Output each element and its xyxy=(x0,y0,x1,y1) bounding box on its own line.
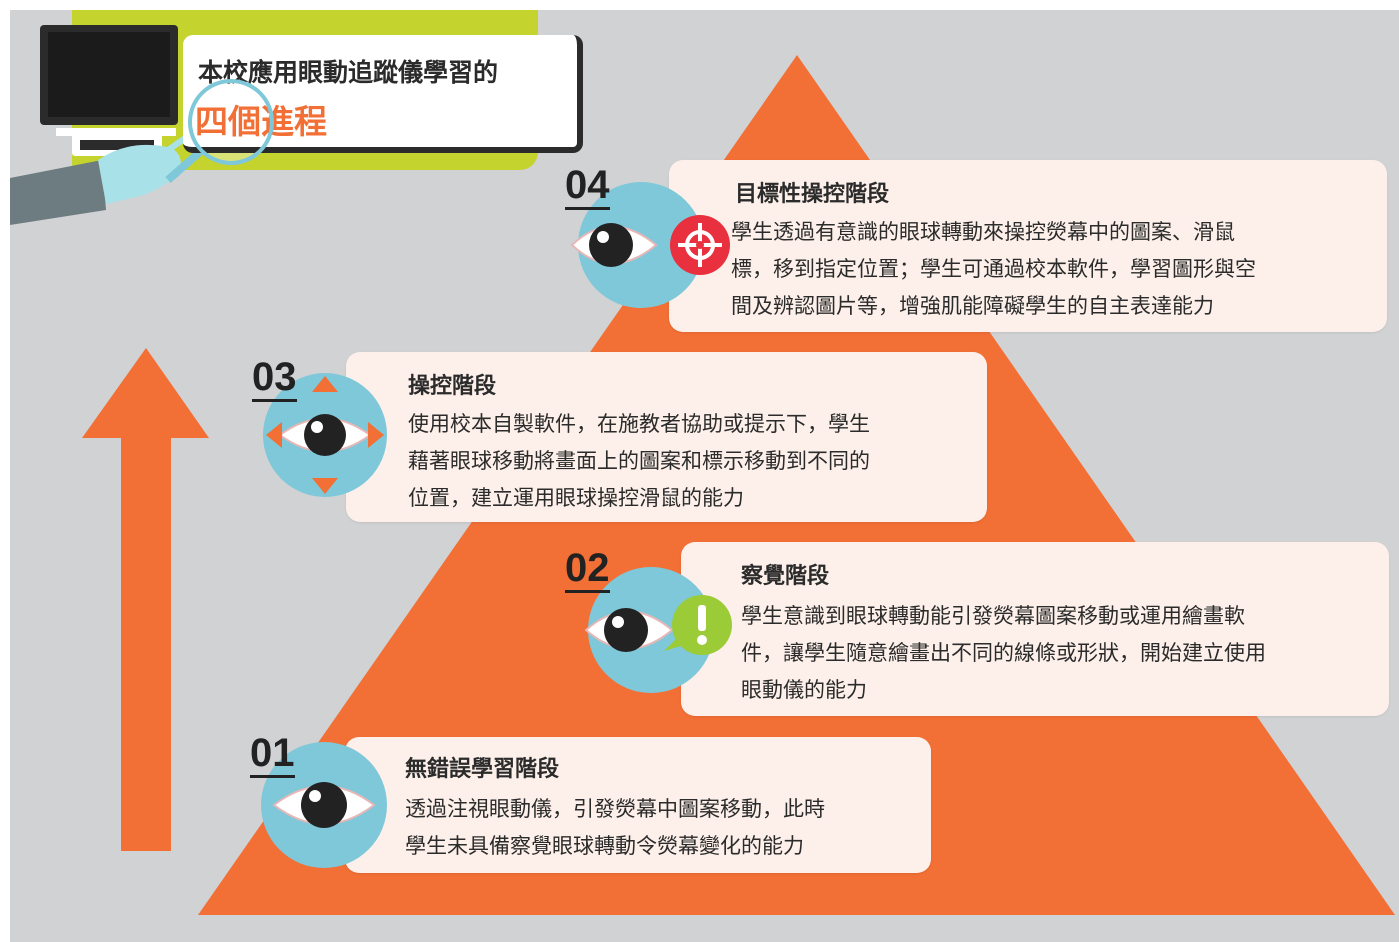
stage-02-line-2: 件，讓學生隨意繪畫出不同的線條或形狀，開始建立使用 xyxy=(741,641,1266,665)
stage-03-line-2: 藉著眼球移動將畫面上的圖案和標示移動到不同的 xyxy=(408,449,870,473)
progress-up-arrow xyxy=(82,348,209,851)
crosshair-target-icon xyxy=(670,215,730,275)
stage-04-line-3: 間及辨認圖片等，增強肌能障礙學生的自主表達能力 xyxy=(731,294,1214,318)
stage-03-line-1: 使用校本自製軟件，在施教者協助或提示下，學生 xyxy=(408,412,870,436)
stage-01-description: 透過注視眼動儀，引發熒幕中圖案移動，此時 學生未具備察覺眼球轉動令熒幕變化的能力 xyxy=(405,791,825,865)
stage-01-number: 01 xyxy=(250,733,295,778)
stage-01-line-2: 學生未具備察覺眼球轉動令熒幕變化的能力 xyxy=(405,834,804,858)
stage-02-eye-icon xyxy=(584,567,732,693)
hand-icon xyxy=(10,130,196,225)
stage-04-line-2: 標，移到指定位置；學生可通過校本軟件，學習圖形與空 xyxy=(731,257,1256,281)
stage-03-line-3: 位置，建立運用眼球操控滑鼠的能力 xyxy=(408,486,744,510)
stage-01-eye-icon xyxy=(261,742,387,868)
stage-02-line-3: 眼動儀的能力 xyxy=(741,678,867,702)
stage-04-card: 目標性操控階段 學生透過有意識的眼球轉動來操控熒幕中的圖案、滑鼠 標，移到指定位… xyxy=(669,160,1387,332)
stage-02-number: 02 xyxy=(565,548,610,593)
stage-02-card: 察覺階段 學生意識到眼球轉動能引發熒幕圖案移動或運用繪畫軟 件，讓學生隨意繪畫出… xyxy=(681,542,1389,716)
stage-04-eye-icon xyxy=(570,182,730,308)
stage-04-number: 04 xyxy=(565,165,610,210)
stage-03-eye-icon xyxy=(263,373,387,497)
stage-03-title: 操控階段 xyxy=(408,374,497,399)
stage-02-title: 察覺階段 xyxy=(741,564,830,589)
monitor-icon xyxy=(40,25,178,156)
title-line-1: 本校應用眼動追蹤儀學習的 xyxy=(198,58,499,87)
stage-03-card: 操控階段 使用校本自製軟件，在施教者協助或提示下，學生 藉著眼球移動將畫面上的圖… xyxy=(346,352,987,522)
stage-04-line-1: 學生透過有意識的眼球轉動來操控熒幕中的圖案、滑鼠 xyxy=(731,220,1235,244)
stage-04-description: 學生透過有意識的眼球轉動來操控熒幕中的圖案、滑鼠 標，移到指定位置；學生可通過校… xyxy=(731,214,1256,325)
stage-02-line-1: 學生意識到眼球轉動能引發熒幕圖案移動或運用繪畫軟 xyxy=(741,604,1245,628)
stage-01-line-1: 透過注視眼動儀，引發熒幕中圖案移動，此時 xyxy=(405,797,825,821)
title-box: 本校應用眼動追蹤儀學習的 四個進程 xyxy=(183,35,583,153)
stage-01-card: 無錯誤學習階段 透過注視眼動儀，引發熒幕中圖案移動，此時 學生未具備察覺眼球轉動… xyxy=(345,737,931,873)
stage-03-number: 03 xyxy=(252,357,297,402)
stage-04-title: 目標性操控階段 xyxy=(735,182,890,207)
exclamation-bubble-icon xyxy=(664,595,732,655)
stage-01-title: 無錯誤學習階段 xyxy=(405,757,560,782)
stage-02-description: 學生意識到眼球轉動能引發熒幕圖案移動或運用繪畫軟 件，讓學生隨意繪畫出不同的線條… xyxy=(741,598,1266,709)
title-line-2: 四個進程 xyxy=(195,102,327,141)
direction-arrows-icon xyxy=(266,376,384,494)
stage-03-description: 使用校本自製軟件，在施教者協助或提示下，學生 藉著眼球移動將畫面上的圖案和標示移… xyxy=(408,406,870,517)
infographic-panel: 本校應用眼動追蹤儀學習的 四個進程 目標性操控階段 學生透過有意識的眼球轉動來操… xyxy=(10,10,1399,942)
